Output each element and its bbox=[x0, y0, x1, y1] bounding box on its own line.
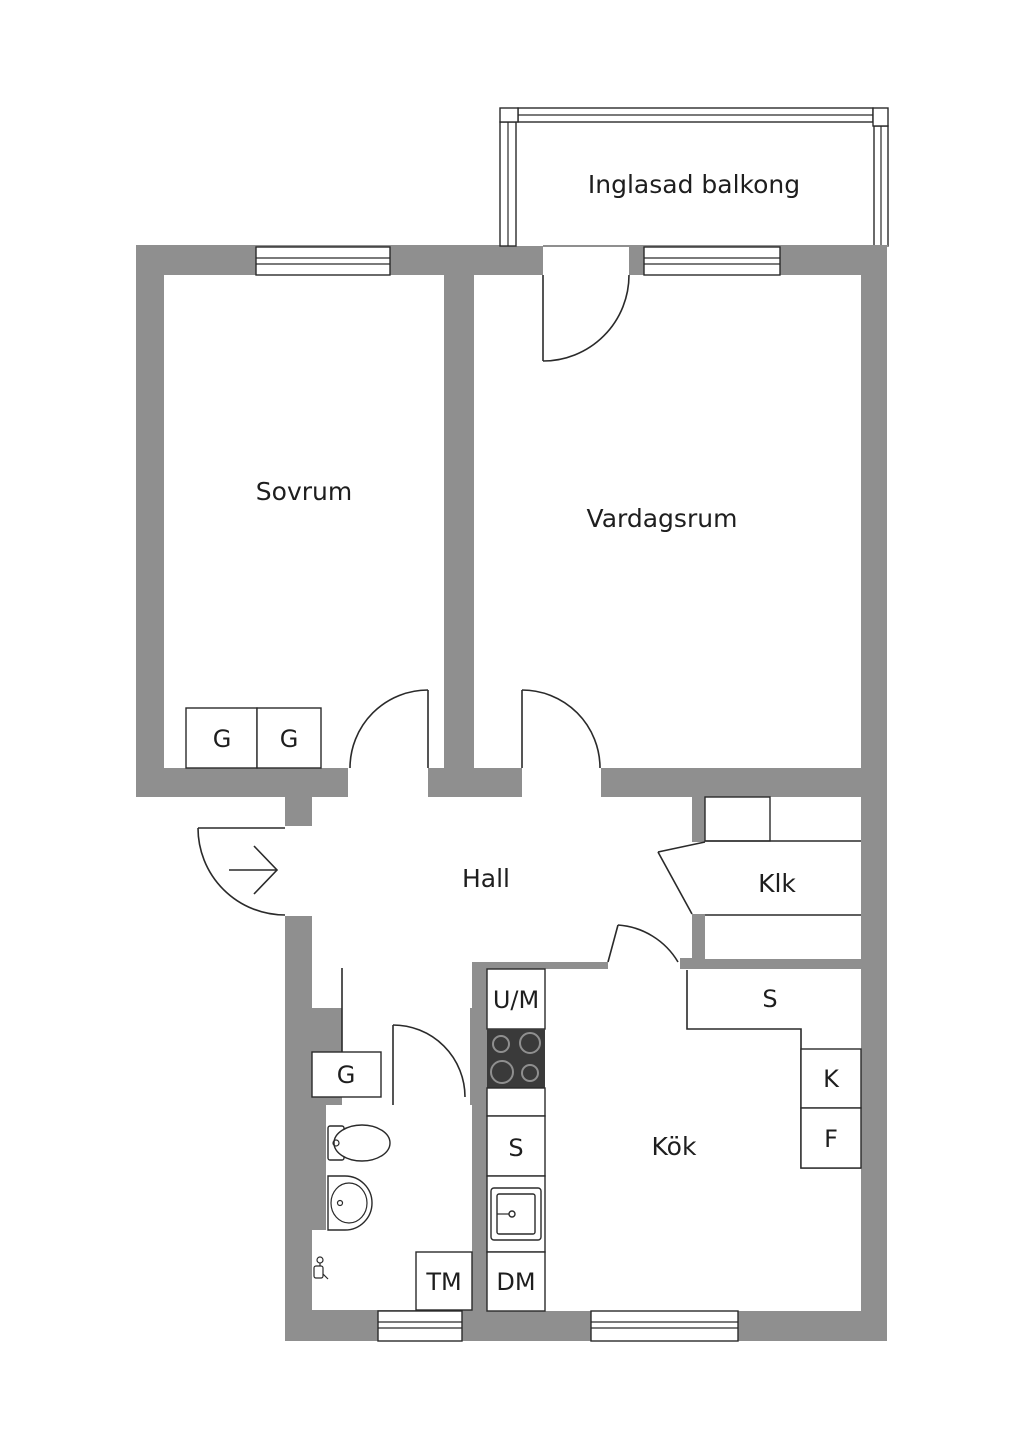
dishwasher-label: DM bbox=[496, 1268, 535, 1296]
washer-dryer-label: U/M bbox=[493, 986, 539, 1014]
room-label-bedroom: Sovrum bbox=[256, 477, 352, 506]
closet-fixtures bbox=[704, 796, 861, 916]
windows bbox=[255, 246, 781, 1342]
wardrobe-label: G bbox=[337, 1061, 356, 1089]
room-labels: Inglasad balkong Sovrum Vardagsrum Hall … bbox=[256, 170, 800, 1161]
freezer-label: F bbox=[824, 1125, 838, 1153]
window-living-room bbox=[643, 246, 781, 276]
door-bedroom bbox=[349, 689, 429, 769]
hall-wardrobe bbox=[311, 968, 382, 1098]
room-floors bbox=[164, 245, 861, 1311]
window-bedroom bbox=[255, 246, 391, 276]
door-bathroom bbox=[392, 1024, 466, 1105]
door-closet bbox=[657, 841, 706, 915]
door-entrance bbox=[197, 827, 286, 916]
shower-icon bbox=[313, 1256, 329, 1280]
room-label-hall: Hall bbox=[462, 864, 510, 893]
room-label-balcony: Inglasad balkong bbox=[588, 170, 800, 199]
door-living-room bbox=[521, 689, 601, 769]
window-kitchen bbox=[590, 1310, 739, 1342]
storage-label: S bbox=[762, 985, 777, 1013]
window-bathroom bbox=[377, 1310, 463, 1342]
bedroom-wardrobes bbox=[185, 707, 322, 769]
fixture-labels: G G G U/M S S K F DM TM bbox=[213, 725, 840, 1296]
wardrobe-label: G bbox=[280, 725, 299, 753]
room-label-kitchen: Kök bbox=[652, 1132, 697, 1161]
doors bbox=[197, 274, 706, 1105]
wardrobe-label: G bbox=[213, 725, 232, 753]
tumble-dryer-label: TM bbox=[425, 1268, 461, 1296]
room-label-closet: Klk bbox=[758, 869, 796, 898]
balcony bbox=[499, 107, 889, 247]
kitchen-fixtures bbox=[486, 968, 862, 1312]
storage-label: S bbox=[508, 1134, 523, 1162]
washbasin-icon bbox=[327, 1175, 373, 1231]
toilet-icon bbox=[327, 1124, 391, 1162]
room-label-living-room: Vardagsrum bbox=[587, 504, 738, 533]
door-balcony bbox=[542, 274, 630, 362]
entrance-arrow-icon bbox=[229, 845, 279, 895]
fridge-label: K bbox=[823, 1065, 840, 1093]
stove-burner-icon bbox=[490, 1032, 541, 1084]
sink-icon bbox=[490, 1187, 542, 1241]
door-kitchen bbox=[607, 924, 679, 963]
bathroom-fixtures bbox=[313, 1124, 473, 1311]
